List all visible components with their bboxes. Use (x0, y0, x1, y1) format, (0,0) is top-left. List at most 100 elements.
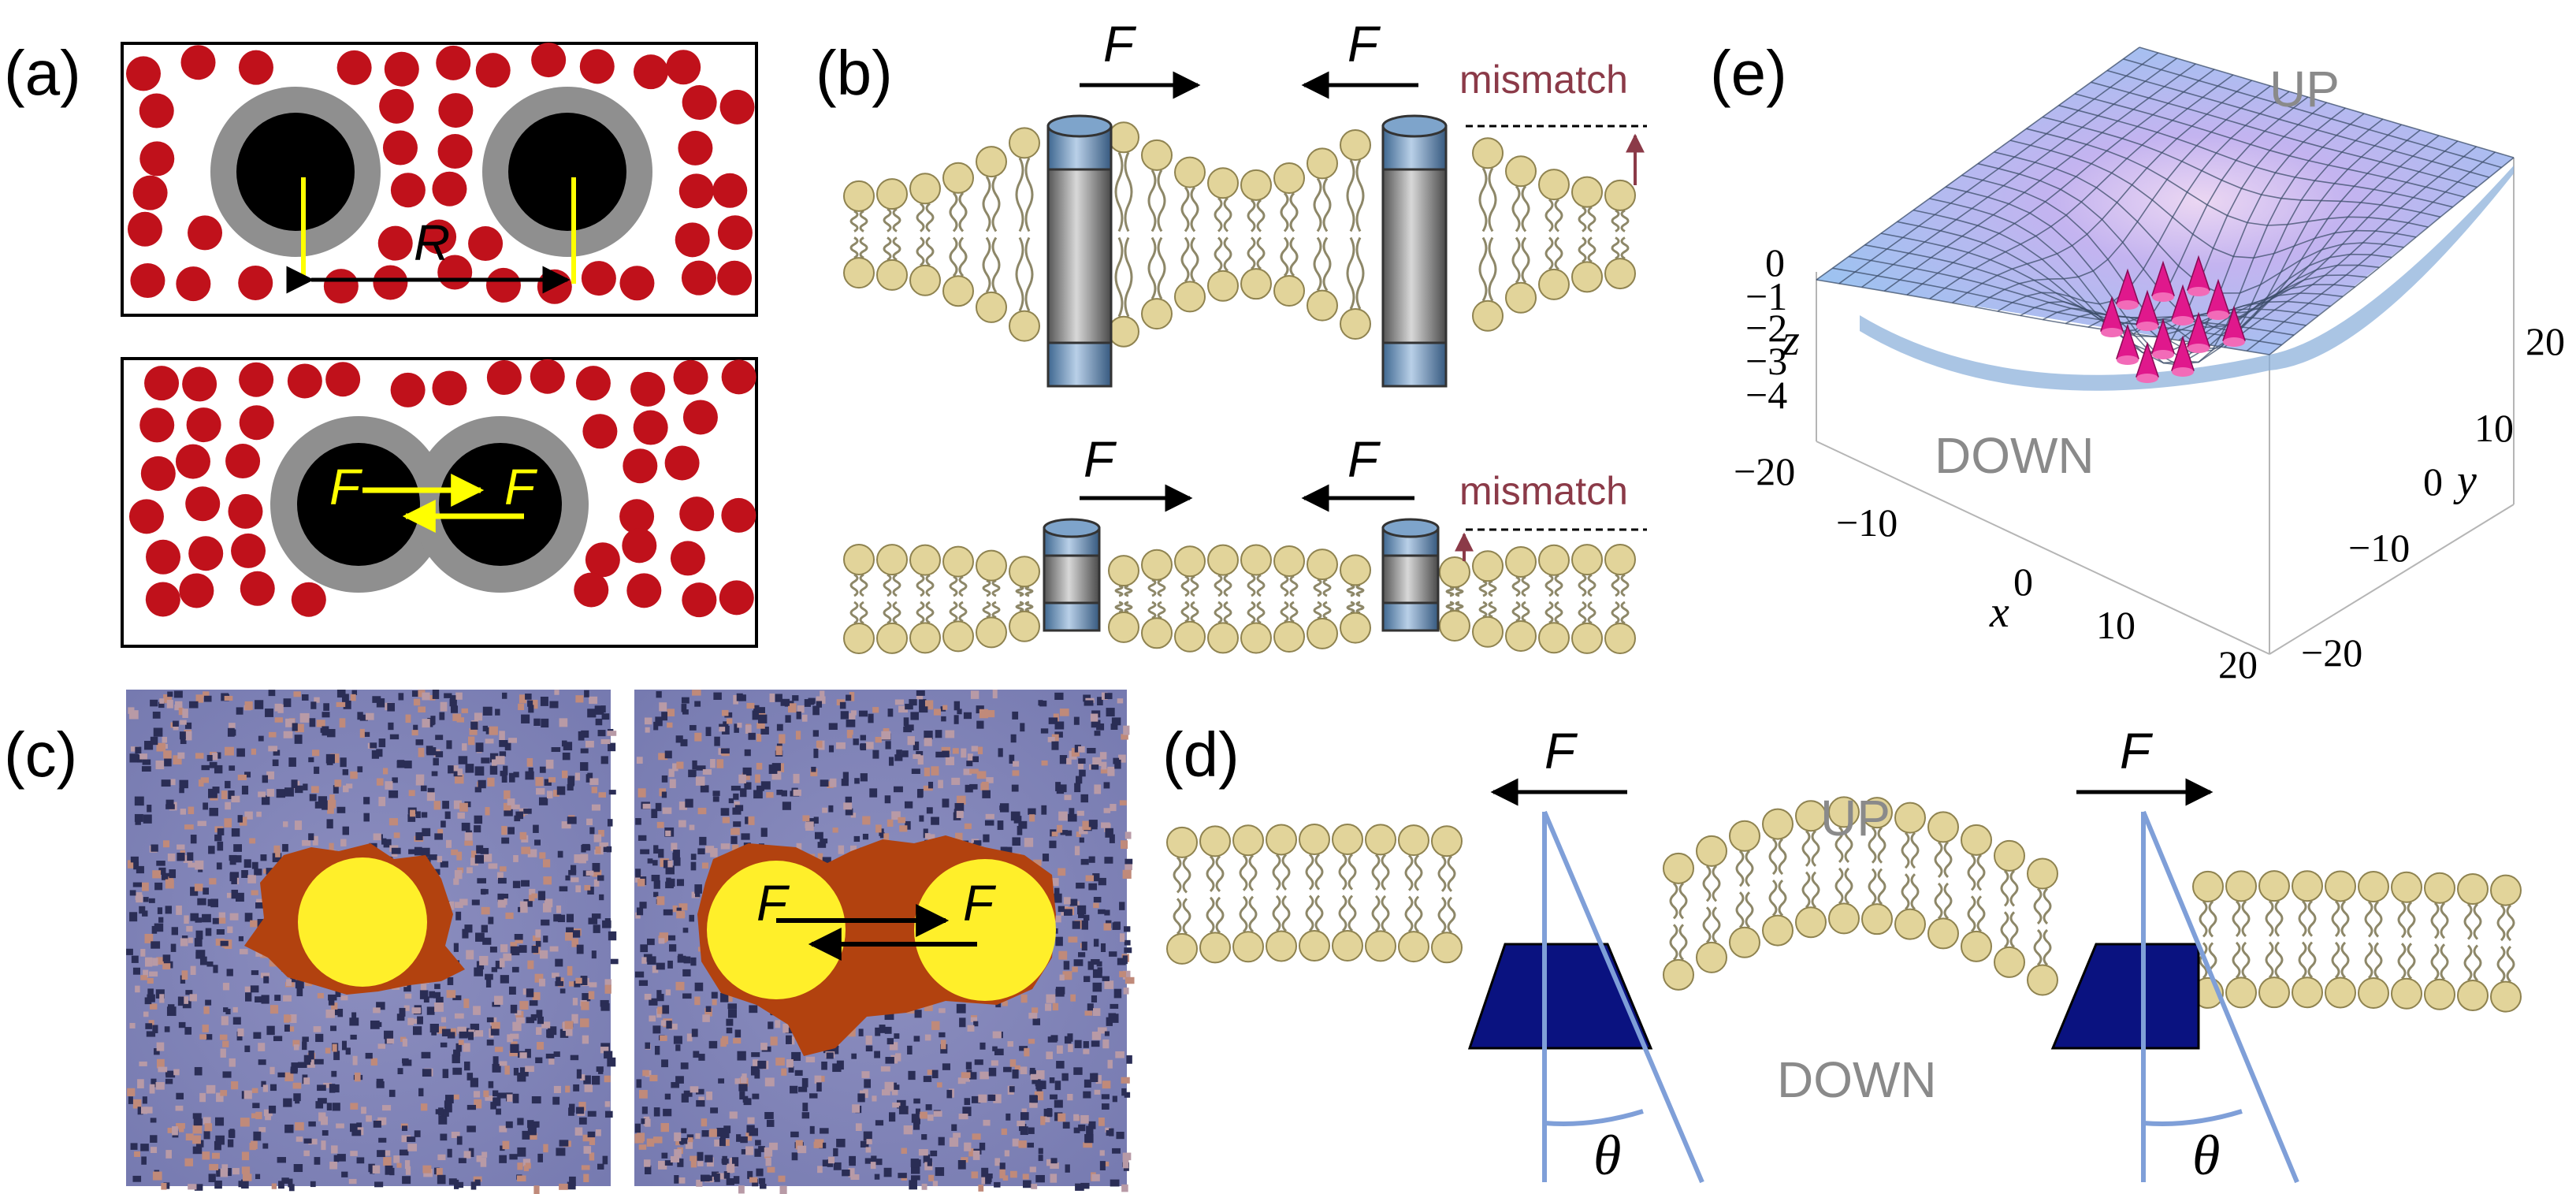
lipid-site (860, 743, 867, 751)
lipid-site (1062, 1121, 1070, 1129)
lipid-site (495, 709, 500, 716)
lipid-site (140, 975, 147, 980)
lipid-site (195, 694, 204, 703)
lipid-site (415, 811, 421, 818)
lipid-tail (1578, 573, 1587, 597)
lipid-site (578, 1102, 586, 1111)
lipid-site (640, 944, 649, 953)
lipid-site (223, 1007, 229, 1013)
lipid-tail (1620, 573, 1630, 597)
lipid-site (281, 1177, 289, 1184)
lipid-site (848, 1168, 855, 1177)
lipid-site (414, 1130, 421, 1137)
lipid-site (501, 773, 507, 783)
lipid-site (692, 690, 701, 696)
lipid-site (534, 839, 541, 846)
lipid-site (985, 813, 994, 820)
lipid-site (969, 1072, 977, 1080)
lipid-tail (1280, 192, 1289, 232)
lipid-site (299, 712, 310, 723)
lipid-head (1009, 556, 1040, 588)
lipid-site (926, 807, 933, 814)
lipid-site (457, 1026, 467, 1034)
lipid-site (238, 1181, 246, 1188)
lipid-site (822, 807, 828, 813)
lipid-site (1091, 720, 1101, 728)
lipid-site (549, 946, 559, 952)
lipid-site (574, 980, 581, 988)
lipid-head (1307, 617, 1338, 649)
lipid-site (913, 1121, 920, 1130)
inclusion-right-close (439, 443, 562, 566)
lipid-site (953, 715, 959, 724)
lipid-site (656, 990, 662, 999)
lipid-site (255, 1111, 262, 1120)
lipid-site (170, 943, 177, 952)
lipid-site (401, 1125, 408, 1131)
cone-base (2172, 316, 2194, 325)
lipid-site (647, 938, 655, 946)
lipid-site (203, 1131, 210, 1140)
lipid-site (331, 1084, 340, 1093)
lipid-site (608, 742, 616, 752)
lipid-site (887, 819, 894, 827)
lipid-site (293, 1044, 299, 1051)
lipid-site (179, 787, 184, 794)
lipid-site (508, 738, 518, 743)
lipid-site (561, 770, 568, 779)
lipid-tail (1182, 898, 1191, 935)
lipid-tail (949, 236, 958, 277)
lipid-site (674, 1175, 679, 1184)
lipid-site (217, 828, 225, 835)
lipid-site (576, 944, 584, 954)
lipid-tail (892, 601, 901, 625)
solvent-particle (422, 219, 457, 255)
lipid-site (528, 895, 535, 902)
lipid-site (134, 796, 144, 806)
lipid-site (1057, 784, 1067, 793)
lipid-site (268, 690, 276, 697)
lipid-site (1040, 1116, 1046, 1125)
lipid-site (440, 1111, 449, 1117)
lipid-site (1013, 761, 1020, 767)
lipid-head (2225, 870, 2257, 902)
lipid-site (713, 692, 722, 701)
lipid-site (1059, 709, 1069, 716)
lipid-site (1051, 878, 1059, 887)
lipid-tail (1778, 879, 1787, 917)
lipid-site (525, 1066, 534, 1073)
solvent-particle (719, 580, 754, 616)
lipid-tail (1180, 186, 1190, 232)
lipid-site (193, 1118, 203, 1126)
lipid-site (229, 765, 236, 771)
lipid-tail (1347, 853, 1357, 891)
lipid-site (1080, 1182, 1090, 1189)
lipid-tail (1147, 236, 1157, 299)
lipid-site (278, 1181, 284, 1189)
lipid-site (156, 742, 166, 752)
lipid-site (282, 843, 288, 852)
lipid-head (1398, 824, 1429, 857)
lipid-tail (1247, 236, 1256, 270)
lipid-site (456, 1136, 463, 1145)
lipid-tail (1214, 601, 1223, 624)
lipid-site (813, 816, 819, 824)
lipid-site (568, 869, 577, 876)
lipid-site (781, 790, 787, 797)
lipid-site (435, 735, 444, 740)
lipid-site (568, 981, 574, 987)
lipid-site (866, 1139, 872, 1144)
lipid-site (366, 1115, 372, 1122)
lipid-site (1010, 811, 1020, 821)
lipid-site (667, 935, 676, 941)
lipid-site (1104, 909, 1110, 916)
solvent-particle (185, 486, 221, 522)
lipid-site (357, 766, 363, 772)
solvent-particle (619, 499, 655, 534)
lipid-site (408, 849, 415, 854)
force-label-d-right: F (2120, 723, 2154, 779)
lipid-site (405, 1166, 411, 1175)
lipid-site (162, 840, 170, 848)
force-label-bottom-right: F (1347, 431, 1381, 488)
lipid-site (359, 714, 368, 721)
